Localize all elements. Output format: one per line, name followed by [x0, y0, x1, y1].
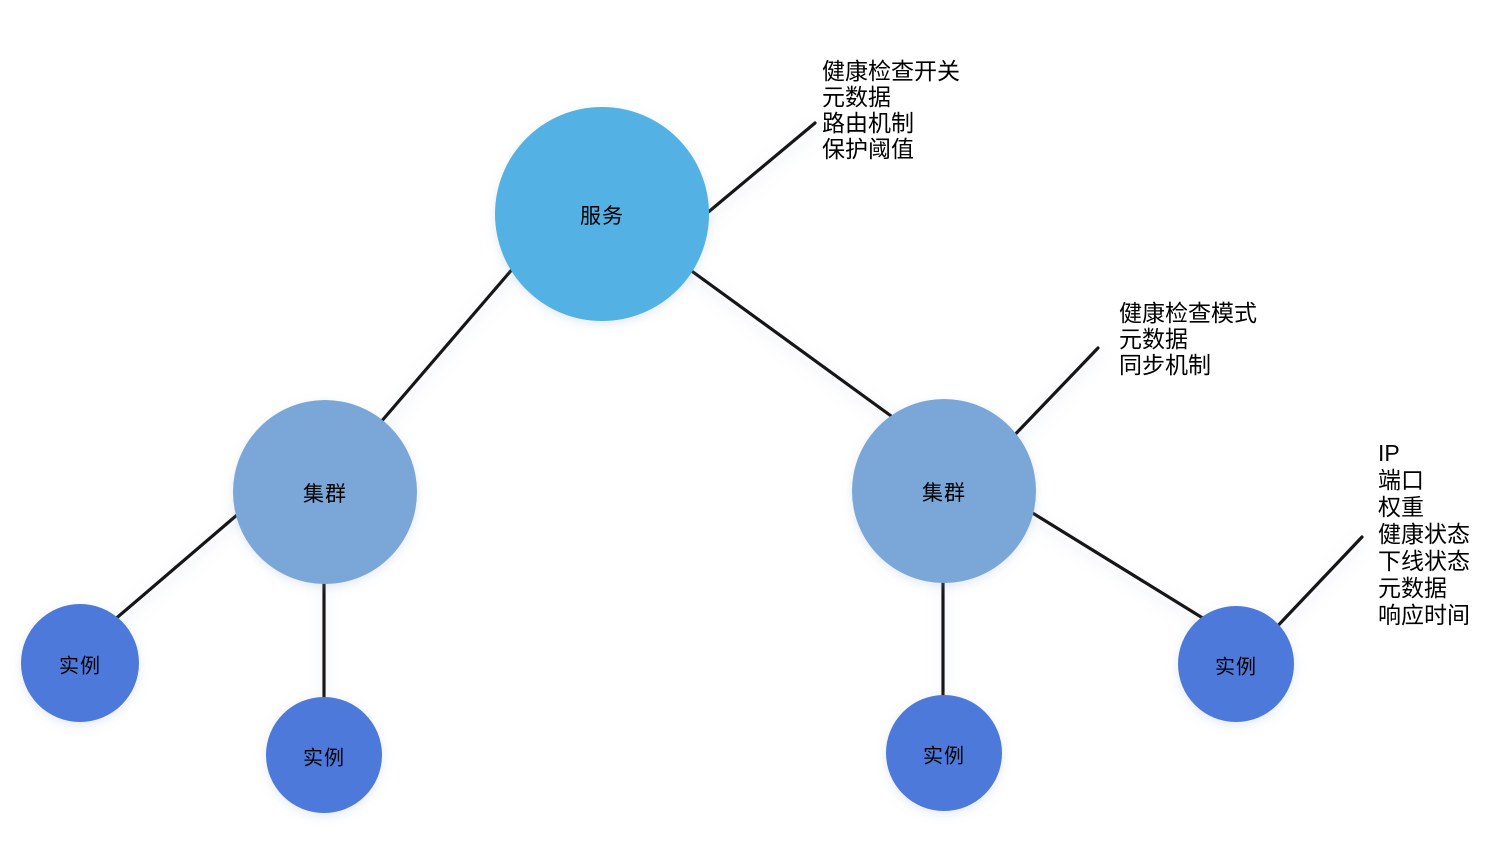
instance-note-line: 权重: [1378, 494, 1424, 520]
service-note-line: 元数据: [822, 84, 891, 110]
edge-service-to-cluster-left: [366, 250, 529, 439]
cluster-note-line: 同步机制: [1119, 352, 1211, 378]
instance-left-node-circle: [21, 604, 139, 722]
instance-middle-node-label: 实例: [923, 745, 965, 768]
leader-line-cluster-note: [1003, 346, 1100, 447]
instance-middle-node-circle: [886, 695, 1002, 811]
instance-left-node-label: 实例: [59, 655, 101, 678]
edge-cluster-left-to-instance-left: [104, 501, 253, 629]
cluster-right-node-circle: [852, 399, 1036, 583]
service-note-line: 保护阈值: [822, 136, 914, 162]
leader-line-service-note: [698, 121, 817, 221]
cluster-left-node-label: 集群: [303, 483, 347, 506]
leader-line-instance-note: [1268, 535, 1364, 636]
cluster-right-node-label: 集群: [922, 482, 966, 505]
instance-note-line: 元数据: [1378, 575, 1447, 601]
service-node-circle: [495, 107, 709, 321]
service-note: 健康检查开关 元数据 路由机制 保护阈值: [822, 58, 960, 162]
instance-note-line: 健康状态: [1378, 521, 1470, 547]
instance-left-bottom-node-label: 实例: [303, 747, 345, 770]
instance-right-node-circle: [1178, 606, 1294, 722]
cluster-left-node-circle: [233, 400, 417, 584]
instance-note-line: IP: [1378, 440, 1400, 466]
edge-cluster-right-to-instance-right: [1016, 502, 1216, 627]
cluster-note-line: 元数据: [1119, 326, 1188, 352]
instance-note-line: 下线状态: [1378, 548, 1470, 574]
instance-note: IP 端口 权重 健康状态 下线状态 元数据 响应时间: [1378, 440, 1470, 629]
service-note-line: 健康检查开关: [822, 58, 960, 84]
instance-left-bottom-node-circle: [266, 697, 382, 813]
cluster-note: 健康检查模式 元数据 同步机制: [1119, 300, 1257, 378]
instance-note-line: 端口: [1378, 467, 1424, 493]
service-node-label: 服务: [580, 205, 624, 228]
instance-note-line: 响应时间: [1378, 602, 1470, 628]
edge-service-to-cluster-right: [669, 254, 900, 423]
cluster-note-line: 健康检查模式: [1119, 300, 1257, 326]
service-note-line: 路由机制: [822, 110, 914, 136]
instance-right-node-label: 实例: [1215, 656, 1257, 679]
